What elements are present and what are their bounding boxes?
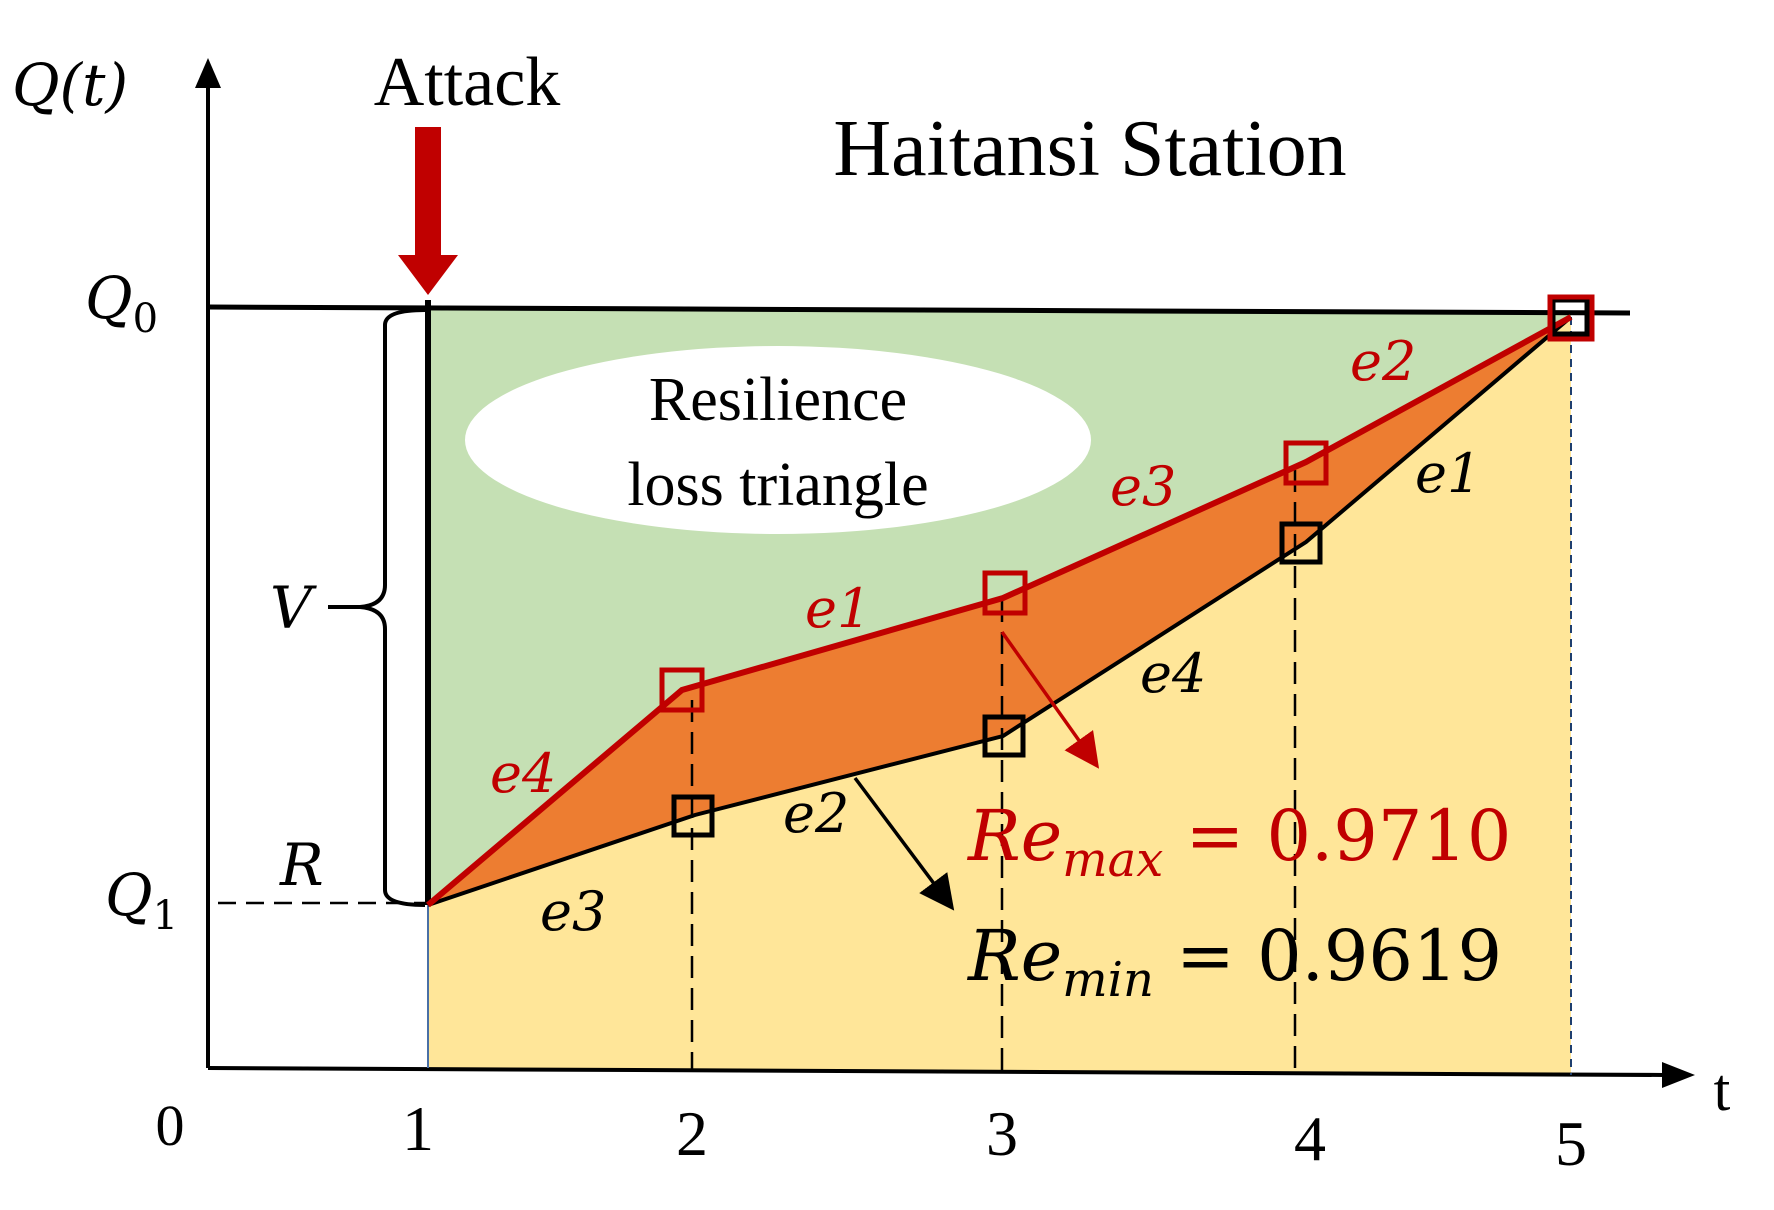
y-axis-label: Q(t) [12, 51, 128, 119]
upper-edge-label-4: e2 [1350, 330, 1416, 393]
v-brace [359, 308, 426, 907]
q1-label: Q1 [105, 861, 178, 939]
y-axis-arrowhead [195, 58, 221, 88]
lower-edge-label-2: e2 [783, 782, 849, 845]
lower-edge-label-4: e1 [1415, 442, 1481, 505]
black-node-t2 [671, 794, 715, 838]
upper-red-path [426, 314, 1573, 908]
x-tick-5: 5 [1555, 1108, 1587, 1179]
x-tick-3: 3 [986, 1098, 1018, 1169]
x-axis-arrowhead [1662, 1062, 1695, 1088]
black-node-t3 [982, 714, 1026, 758]
upper-edge-labels: e4 e1 e3 e2 [490, 330, 1416, 805]
x-tick-1: 1 [402, 1093, 434, 1164]
red-nodes [659, 294, 1595, 713]
re-max-value: Remax = 0.9710 [966, 795, 1511, 888]
r-label: R [279, 831, 324, 899]
q0-label: Q0 [85, 264, 158, 342]
red-node-t2 [659, 667, 705, 713]
x-tick-2: 2 [676, 1098, 708, 1169]
upper-edge-label-2: e1 [805, 577, 871, 640]
red-node-t4 [1283, 440, 1329, 486]
red-node-t5 [1547, 294, 1595, 342]
black-nodes [671, 297, 1590, 838]
attack-arrow [398, 127, 458, 295]
re-max-pointer [1000, 630, 1100, 769]
re-min-pointer [853, 776, 955, 911]
x-tick-4: 4 [1294, 1103, 1326, 1174]
lower-edge-label-3: e4 [1140, 642, 1206, 705]
red-node-t3 [982, 570, 1028, 616]
resilience-ellipse [465, 346, 1091, 534]
lower-edge-labels: e3 e2 e4 e1 [540, 442, 1481, 943]
upper-edge-label-1: e4 [490, 742, 556, 805]
ellipse-text-line-1: Resilience [649, 366, 907, 434]
re-min-value: Remin = 0.9619 [966, 915, 1502, 1008]
ellipse-text-line-2: loss triangle [627, 451, 928, 519]
attack-label: Attack [374, 44, 561, 121]
station-title: Haitansi Station [833, 105, 1346, 193]
black-node-t5 [1550, 297, 1590, 337]
lower-edge-label-1: e3 [540, 880, 606, 943]
yellow-region [428, 317, 1571, 1075]
lower-black-path [427, 315, 1573, 907]
origin-label: 0 [156, 1093, 185, 1158]
x-axis [207, 1066, 1666, 1077]
v-label: V [270, 574, 317, 642]
x-tick-labels: 1 2 3 4 5 [402, 1093, 1587, 1179]
black-node-t4 [1279, 521, 1323, 565]
x-axis-label: t [1714, 1057, 1731, 1123]
upper-edge-label-3: e3 [1110, 455, 1176, 518]
q0-line [207, 304, 1631, 316]
